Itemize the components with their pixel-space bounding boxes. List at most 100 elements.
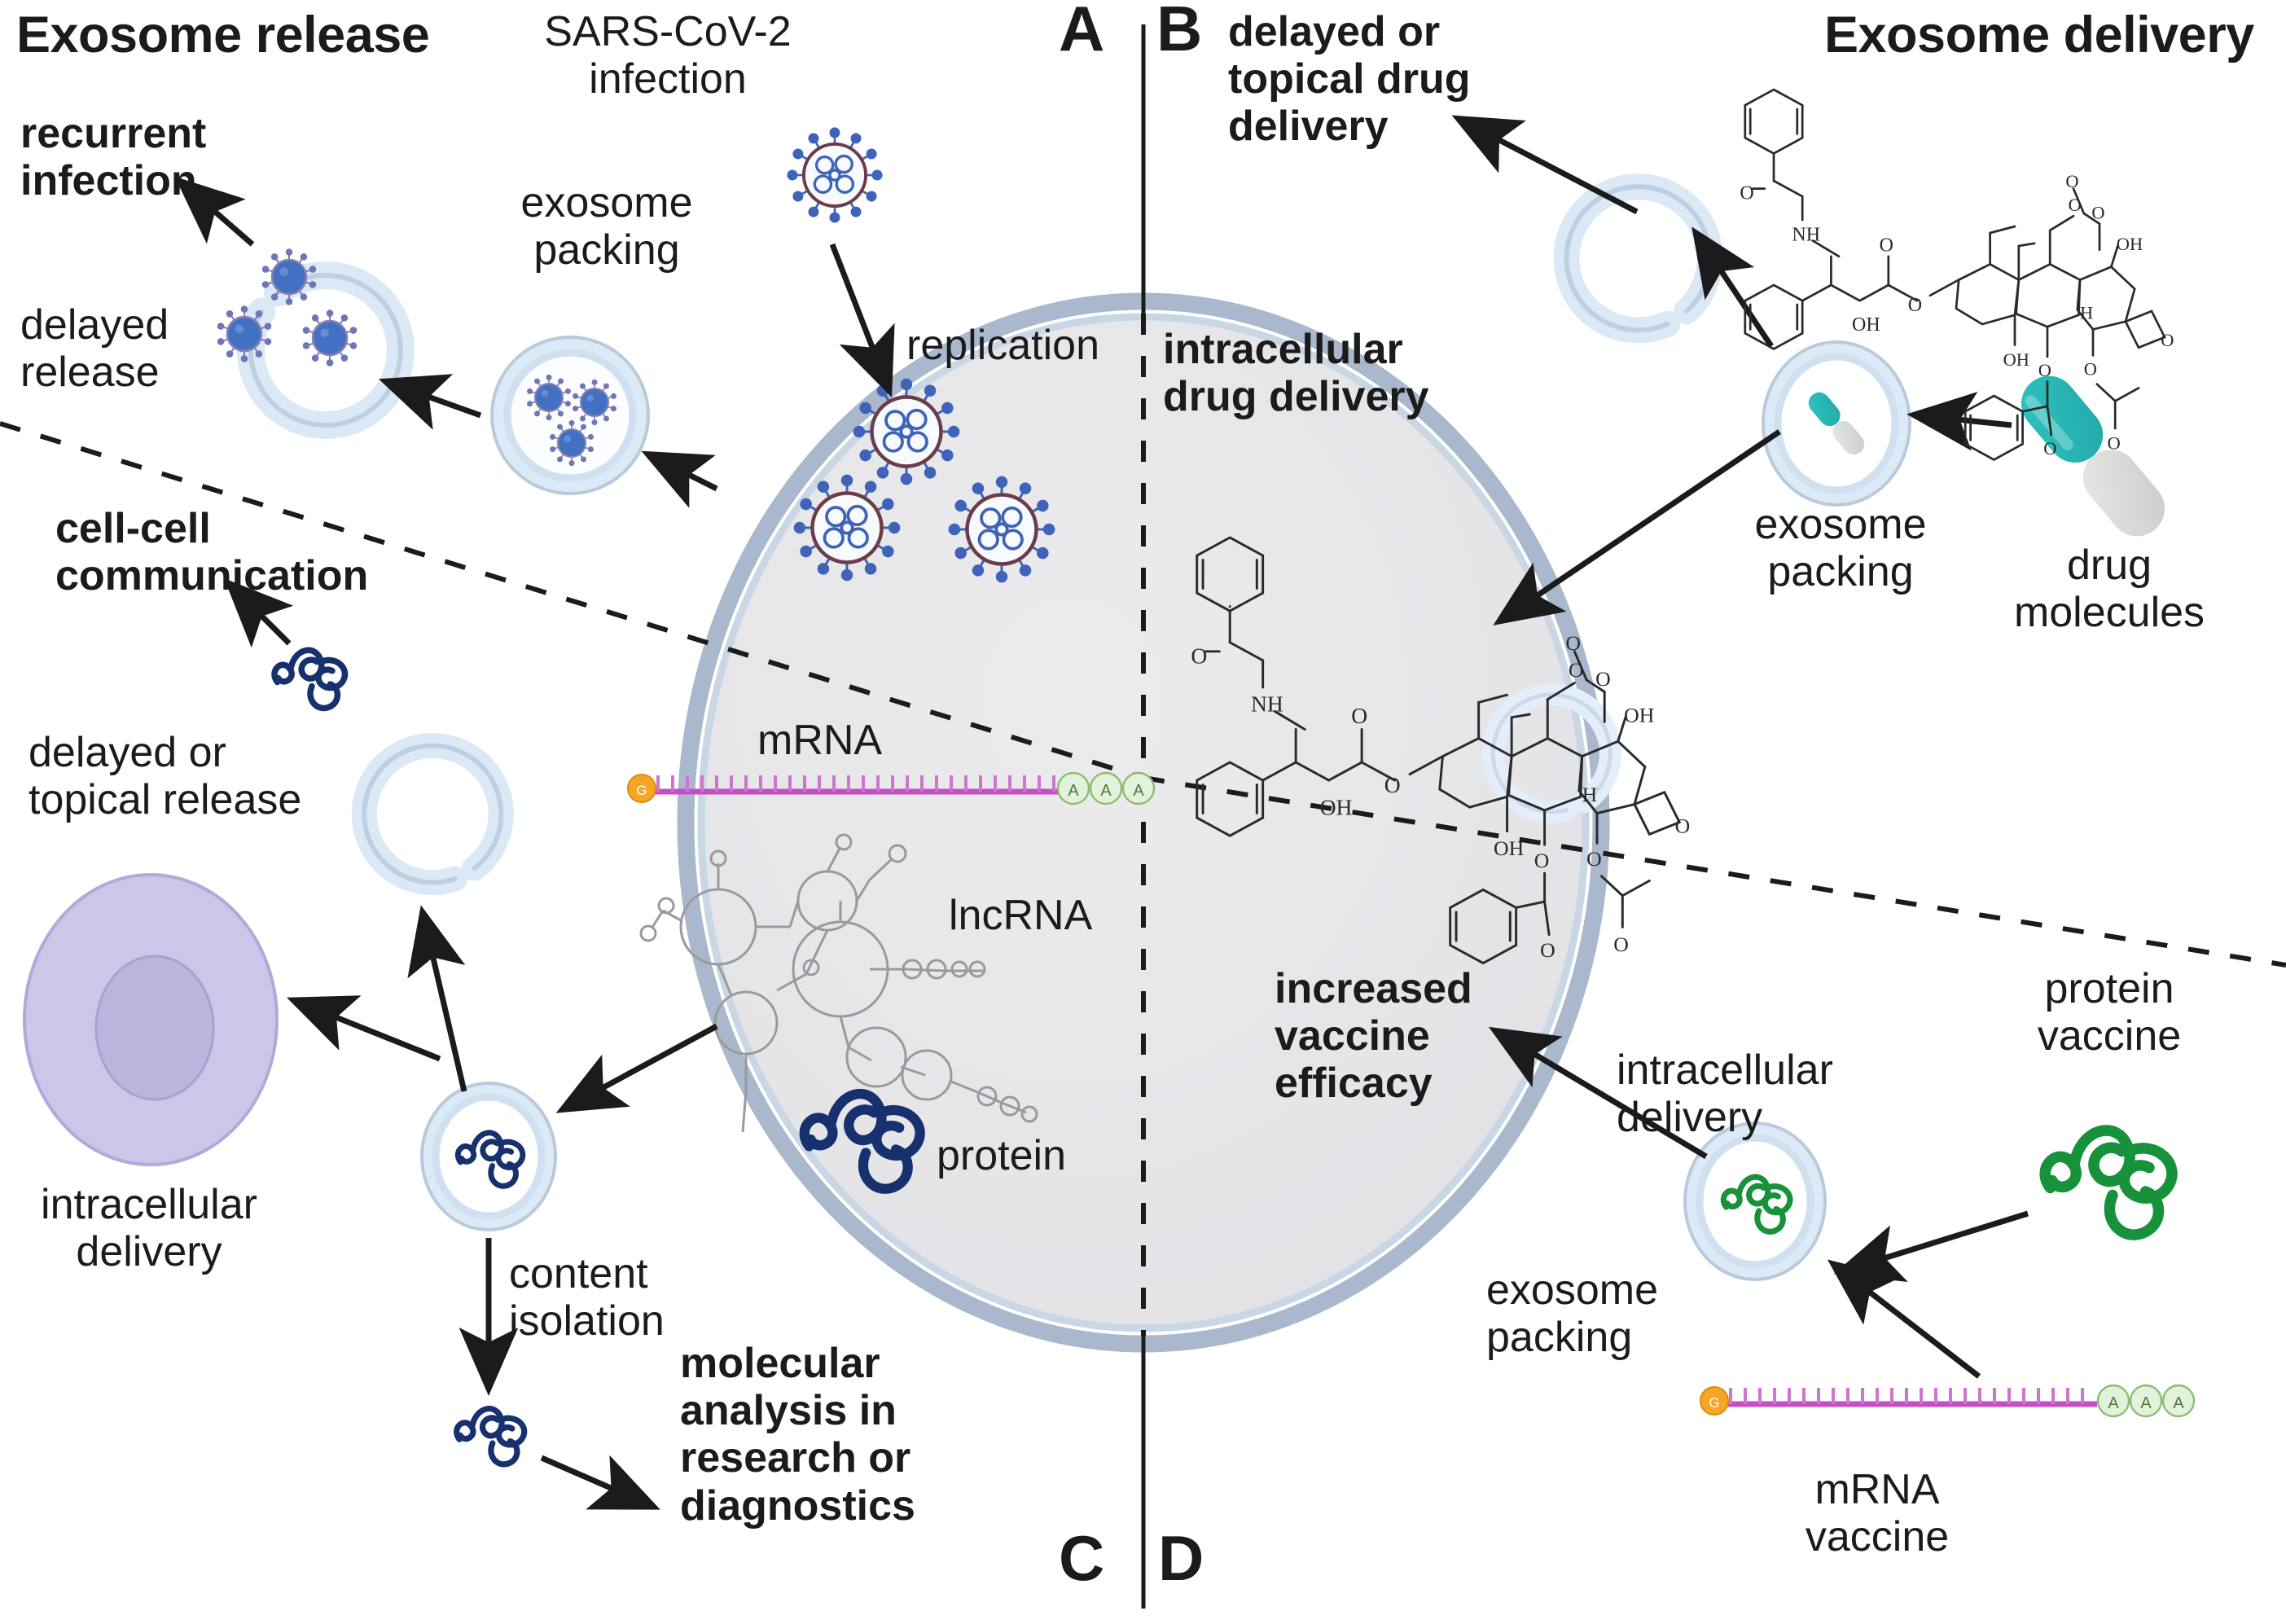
svg-text:O: O (2091, 202, 2104, 222)
arrow-infection (829, 243, 895, 398)
svg-text:O: O (1191, 643, 1207, 669)
svg-text:OH: OH (1624, 703, 1654, 726)
exosome-packed-drug (1762, 340, 1911, 507)
label-delayed-topical-release: delayed or topical release (29, 729, 302, 824)
panel-a-title: Exosome release (16, 7, 430, 64)
svg-text:O: O (2038, 360, 2051, 380)
svg-text:NH: NH (1251, 691, 1283, 716)
panel-b-title: Exosome delivery (1824, 7, 2254, 64)
label-cell-cell-communication: cell-cell communication (55, 505, 369, 600)
svg-text:A: A (2108, 1394, 2119, 1412)
virion-replicated-2 (795, 476, 899, 580)
svg-text:O: O (2065, 171, 2078, 191)
svg-text:OH: OH (1494, 836, 1524, 860)
label-mrna-vaccine: mRNA vaccine (1805, 1466, 1950, 1561)
svg-text:O: O (1908, 295, 1922, 316)
svg-text:A: A (1100, 782, 1112, 800)
label-mrna: mRNA (757, 717, 883, 764)
released-virion-1 (261, 248, 318, 306)
svg-text:O: O (1569, 658, 1584, 682)
arrow-exosome-to-release-b (1691, 226, 1774, 348)
label-replication: replication (906, 322, 1100, 369)
svg-text:A: A (2173, 1394, 2184, 1412)
arrow-delayed-release (378, 374, 482, 430)
exosome-packed-protein-c (420, 1082, 557, 1231)
svg-text:OH: OH (1852, 314, 1880, 336)
panel-letter-b: B (1156, 0, 1203, 64)
exosome-packed-virions (490, 336, 650, 495)
label-exosome-packing-d: exosome packing (1486, 1266, 1658, 1362)
svg-text:O: O (1586, 847, 1602, 871)
exosome-open-intracell-b (1481, 683, 1621, 823)
svg-text:G: G (1709, 1395, 1719, 1411)
protein-coil-released-c (274, 650, 345, 708)
arrow-delayed-topical-drug (1451, 115, 1639, 215)
arrow-molecular-analysis (540, 1455, 660, 1510)
label-protein-vaccine: protein vaccine (2037, 965, 2182, 1060)
arrow-content-out-c (555, 1023, 718, 1113)
arrow-drug-to-exosome (1906, 392, 2012, 451)
svg-text:O: O (1740, 182, 1753, 204)
svg-text:O: O (1675, 814, 1691, 837)
recipient-cell (23, 873, 279, 1166)
drug-capsule (2021, 375, 2165, 537)
svg-text:A: A (1068, 782, 1079, 800)
arrow-mrna-vaccine-to-exosome (1827, 1259, 1981, 1379)
svg-text:O: O (1613, 933, 1629, 956)
label-lncrna: lncRNA (949, 892, 1093, 939)
exosome-packed-vaccine (1683, 1121, 1827, 1281)
svg-text:A: A (2140, 1394, 2152, 1412)
svg-text:H: H (2080, 303, 2093, 323)
label-exosome-packing-a: exosome packing (520, 179, 693, 274)
label-increased-vaccine-efficacy: increased vaccine efficacy (1275, 965, 1472, 1108)
svg-text:G: G (636, 783, 647, 798)
svg-text:O: O (2161, 330, 2174, 350)
label-recurrent-infection: recurrent infection (20, 110, 207, 205)
svg-text:O: O (2069, 195, 2082, 215)
svg-text:O: O (1565, 631, 1581, 655)
svg-text:OH: OH (2117, 234, 2143, 254)
svg-text:O: O (1384, 772, 1401, 797)
arrow-to-open-exosome-c (407, 905, 467, 1092)
label-sars-cov-2-infection: SARS-CoV-2 infection (544, 8, 792, 103)
paclitaxel-structure-external: O NH OH O O O O O OH (1740, 88, 2174, 461)
label-drug-molecules: drug molecules (2013, 542, 2205, 637)
panel-letter-c: C (1059, 1522, 1105, 1594)
svg-text:O: O (1540, 938, 1555, 962)
svg-text:O: O (1595, 667, 1611, 691)
label-content-isolation: content isolation (509, 1250, 665, 1345)
svg-text:O: O (1880, 235, 1893, 256)
protein-vaccine-coil (2045, 1130, 2172, 1235)
panel-letter-d: D (1158, 1522, 1204, 1594)
label-intracellular-delivery-c: intracellular delivery (41, 1181, 257, 1276)
infected-cell-body (677, 292, 1610, 1353)
virion-replicated-1 (854, 380, 959, 484)
svg-text:O: O (1351, 703, 1367, 728)
label-protein: protein (937, 1132, 1066, 1179)
divider-diagonal-left (0, 421, 1144, 780)
arrow-intracellular-delivery-c (287, 995, 441, 1062)
arrow-exosome-packing-a (641, 450, 718, 508)
svg-text:O: O (2108, 433, 2121, 454)
panel-letter-a: A (1059, 0, 1105, 64)
released-virion-2 (216, 305, 273, 363)
svg-text:O: O (2084, 358, 2097, 379)
lncrna-structure (639, 833, 1038, 1133)
svg-text:O: O (1534, 849, 1550, 872)
released-virion-3 (301, 309, 358, 367)
protein-coil-isolated (457, 1409, 524, 1464)
mrna-strand-internal: G A A A (627, 771, 1156, 805)
svg-text:OH: OH (2003, 349, 2029, 370)
exosome-open-release-c (351, 733, 514, 896)
arrow-protein-vaccine-to-exosome (1833, 1210, 2029, 1282)
label-intracellular-drug-delivery: intracellular drug delivery (1163, 326, 1429, 421)
virion-replicated-3 (950, 477, 1054, 582)
svg-text:O: O (2043, 438, 2056, 459)
label-intracellular-delivery-d: intracellular delivery (1617, 1047, 1833, 1142)
label-exosome-packing-b: exosome packing (1754, 501, 1927, 596)
svg-text:OH: OH (1320, 794, 1353, 819)
svg-text:H: H (1582, 783, 1598, 806)
paclitaxel-structure-internal: O NH OH O O O O (1191, 536, 1691, 965)
